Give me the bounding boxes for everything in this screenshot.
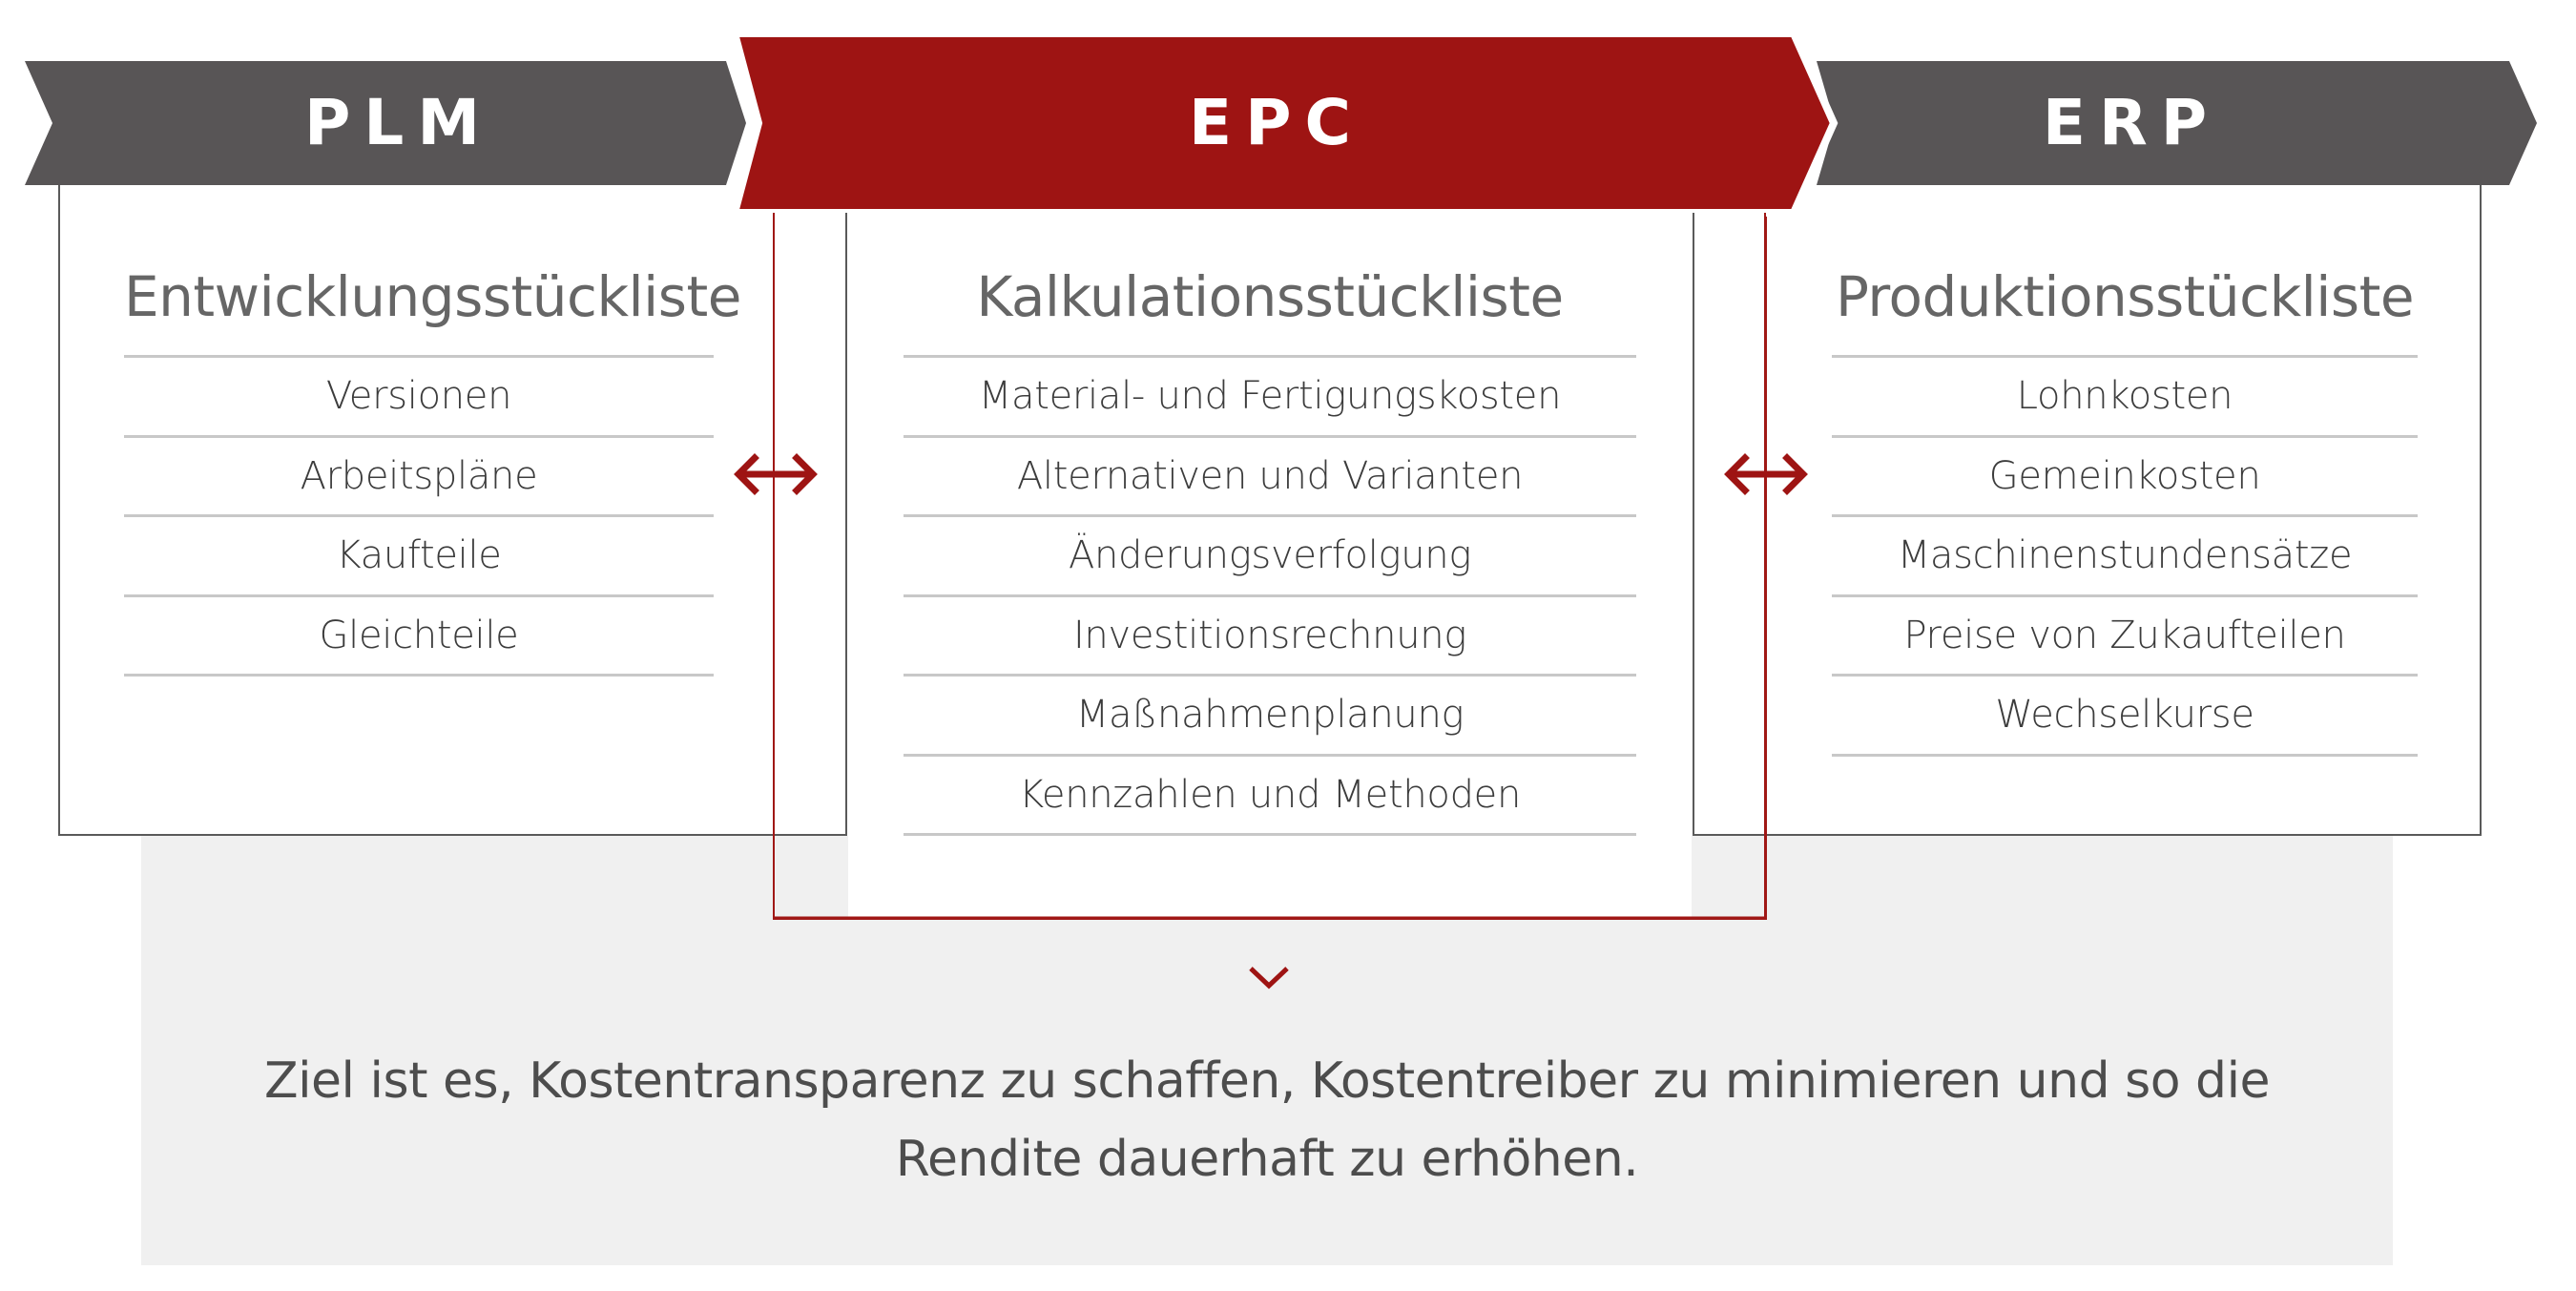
list-item: Änderungsverfolgung (904, 514, 1636, 594)
erp-banner-shape (1817, 61, 2537, 185)
erp-item-list: Lohnkosten Gemeinkosten Maschinenstunden… (1832, 355, 2418, 757)
summary-text: Ziel ist es, Kostentransparenz zu schaff… (141, 1042, 2393, 1198)
list-item: Wechselkurse (1832, 674, 2418, 754)
bidirectional-arrow-icon (734, 453, 818, 495)
epc-box-fill (848, 210, 1692, 918)
list-item: Versionen (124, 355, 714, 435)
epc-banner-shape (729, 30, 1839, 217)
plm-column-title: Entwicklungsstückliste (124, 264, 741, 329)
plm-banner-label: PLM (303, 86, 494, 159)
list-item: Preise von Zukaufteilen (1832, 593, 2418, 675)
list-item: Alternativen und Varianten (904, 434, 1636, 515)
list-item: Kennzahlen und Methoden (904, 753, 1636, 834)
summary-line-2: Rendite dauerhaft zu erhöhen. (895, 1131, 1639, 1188)
list-divider (1832, 753, 2418, 757)
plm-item-list: Versionen Arbeitspläne Kaufteile Gleicht… (124, 355, 714, 677)
list-item: Maschinenstundensätze (1832, 514, 2418, 594)
list-item: Gleichteile (124, 593, 714, 675)
list-item: Material- und Fertigungskosten (904, 355, 1636, 435)
list-item: Maßnahmenplanung (904, 674, 1636, 754)
list-divider (124, 674, 714, 677)
list-item: Gemeinkosten (1832, 434, 2418, 515)
erp-column-title: Produktionsstückliste (1835, 264, 2415, 329)
epc-item-list: Material- und Fertigungskosten Alternati… (904, 355, 1636, 836)
summary-line-1: Ziel ist es, Kostentransparenz zu schaff… (263, 1052, 2271, 1110)
bidirectional-arrow-icon (1724, 453, 1808, 495)
epc-banner-label: EPC (1189, 86, 1364, 159)
plm-box (58, 185, 847, 836)
epc-column-title: Kalkulationsstückliste (976, 264, 1564, 329)
plm-banner-shape (25, 61, 746, 185)
erp-box (1693, 185, 2482, 836)
chevron-down-icon (1249, 967, 1289, 989)
list-item: Investitionsrechnung (904, 593, 1636, 675)
list-divider (904, 833, 1636, 836)
list-item: Lohnkosten (1832, 355, 2418, 435)
erp-banner-label: ERP (2042, 86, 2221, 159)
list-item: Arbeitspläne (124, 434, 714, 515)
list-item: Kaufteile (124, 514, 714, 594)
